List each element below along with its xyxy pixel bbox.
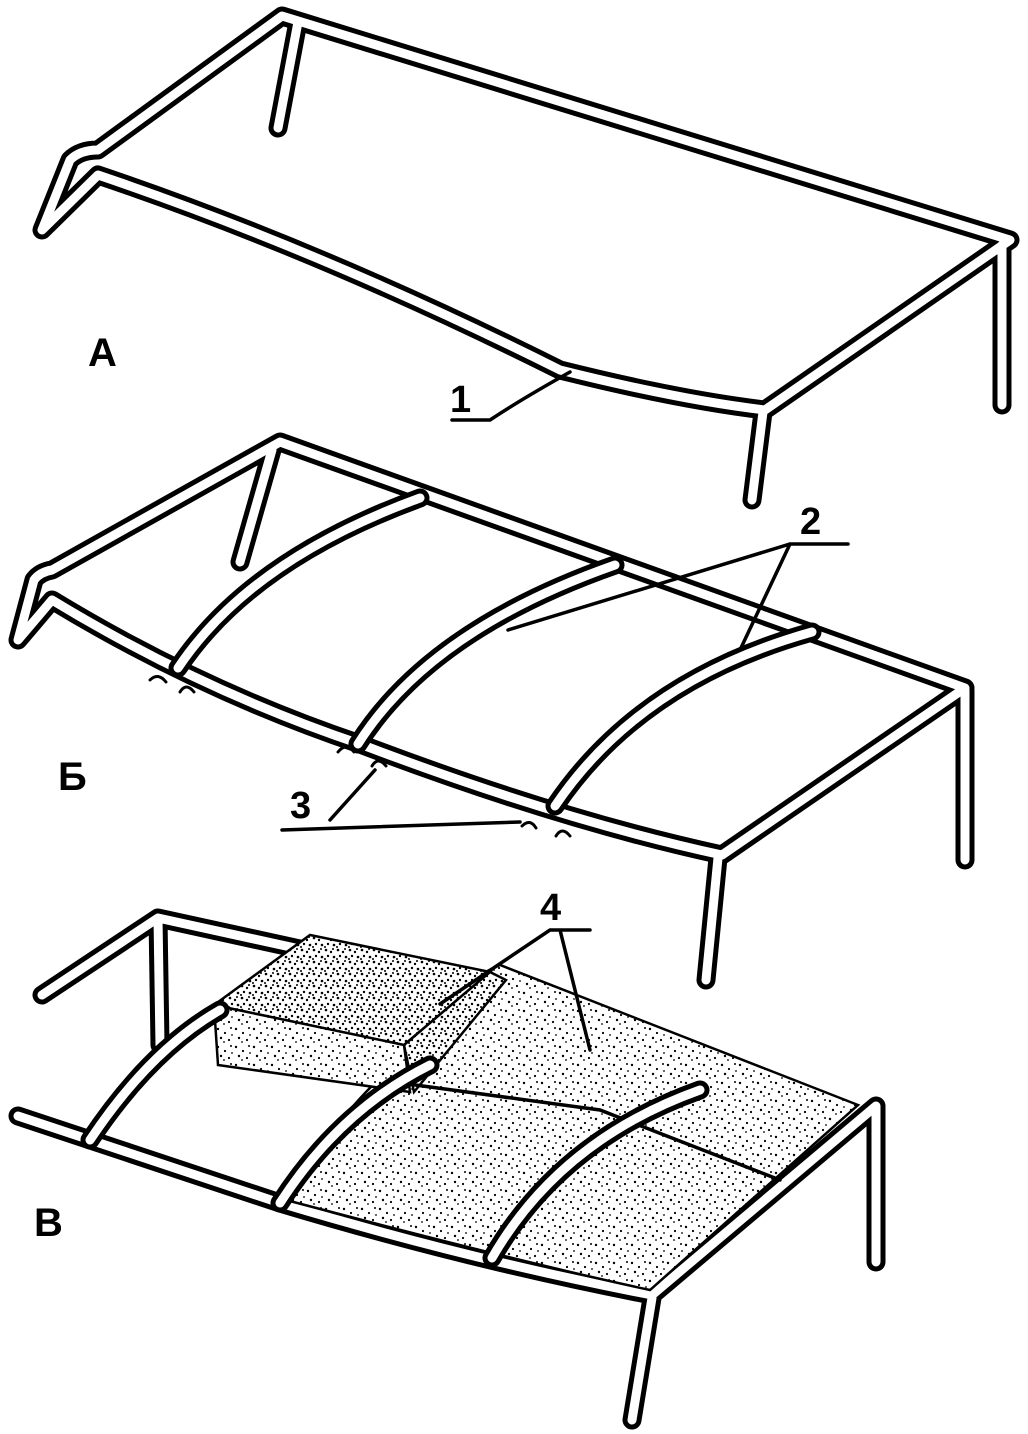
panel-label-c: В bbox=[34, 1201, 63, 1245]
callout-3-label: 3 bbox=[290, 785, 311, 827]
callout-1-label: 1 bbox=[450, 379, 471, 421]
ties-3 bbox=[148, 675, 572, 838]
callout-2-label: 2 bbox=[800, 501, 821, 543]
panel-c-frame bbox=[8, 908, 886, 1430]
callout-2: 2 bbox=[506, 501, 850, 652]
panel-label-a: А bbox=[88, 331, 117, 375]
panel-label-b: Б bbox=[58, 755, 87, 799]
panel-c-ribs bbox=[80, 1000, 710, 1268]
foam-sheets-4 bbox=[210, 933, 861, 1292]
callout-1: 1 bbox=[450, 370, 572, 422]
callout-4-label: 4 bbox=[540, 887, 561, 929]
callout-4: 4 bbox=[438, 887, 592, 1052]
callout-3: 3 bbox=[280, 768, 522, 832]
panel-b-frame bbox=[8, 432, 975, 990]
panel-a-frame bbox=[32, 6, 1020, 510]
